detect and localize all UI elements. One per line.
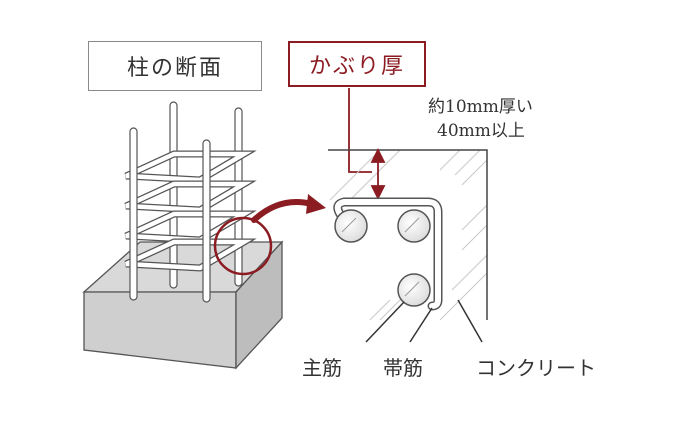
concrete-edge <box>328 149 488 320</box>
zoom-arrow <box>251 194 326 223</box>
block-front-face <box>83 291 237 369</box>
hoop-bar-leader <box>409 307 433 343</box>
concrete-hatching <box>329 150 487 320</box>
main-rebar-3 <box>397 273 431 307</box>
main-rebar-label: 主筋 <box>302 356 342 380</box>
cover-thickness-label: かぶり厚 <box>288 41 426 87</box>
main-rebar-sections <box>334 209 431 307</box>
concrete-label: コンクリート <box>476 356 596 380</box>
concrete-leader <box>457 299 483 343</box>
hoop-bars <box>124 150 257 272</box>
thickness-note-line2: 40mm以上 <box>437 121 525 141</box>
rebar-cage <box>124 101 257 303</box>
main-rebar-2 <box>397 209 431 243</box>
hoop-bar-label: 帯筋 <box>383 356 423 380</box>
concrete-block <box>82 240 284 370</box>
front-vertical-bars <box>129 127 211 303</box>
cover-dimension <box>370 147 386 201</box>
part-leader-lines <box>365 299 483 343</box>
highlight-circle <box>213 216 273 276</box>
column-section-title: 柱の断面 <box>88 41 262 91</box>
main-rebar-leader <box>365 301 405 343</box>
hoop-bar-section <box>333 197 443 311</box>
hoop-1 <box>124 150 257 184</box>
concrete-detail <box>328 149 488 320</box>
hoop-4 <box>124 238 257 272</box>
hoop-3 <box>124 210 257 244</box>
thickness-note-line1: 約10mm厚い <box>428 97 533 117</box>
hoop-2 <box>124 180 257 214</box>
main-rebar-1 <box>334 209 368 243</box>
cover-leader-line <box>348 88 372 173</box>
